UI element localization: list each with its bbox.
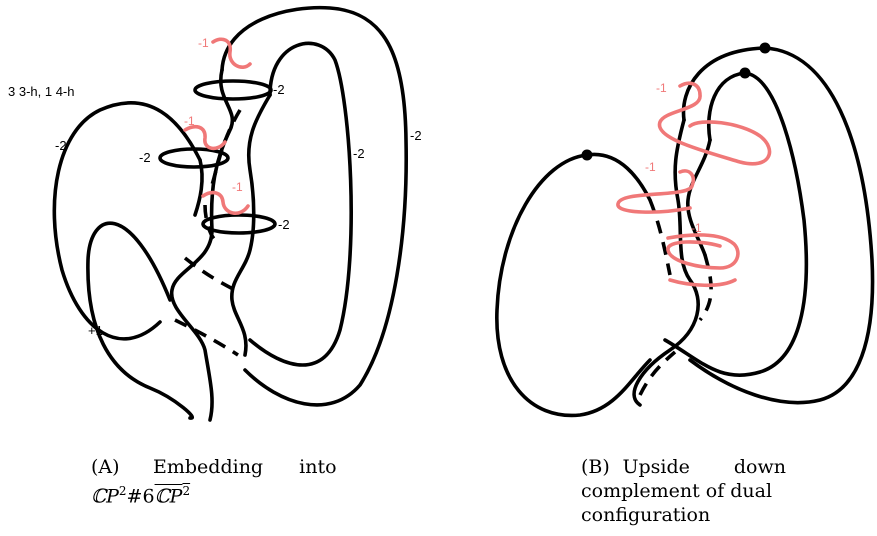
red-curve-b3 — [666, 233, 740, 288]
inner-right-loop — [248, 41, 353, 367]
left-outer-arc — [52, 101, 202, 341]
red-framing-b1: -1 — [656, 81, 667, 95]
caption-b-tag: (B) — [581, 456, 610, 478]
panel-b-diagram: -1 -1 -1 — [495, 42, 875, 418]
caption-a-line2: ℂP2#6ℂP2 — [91, 479, 353, 508]
top-note: 3 3-h, 1 4-h — [8, 84, 75, 99]
caption-b-line1: (B) Upside down — [581, 455, 786, 479]
inner-loop — [86, 221, 194, 420]
caption-a-cpbar: ℂP — [154, 485, 183, 508]
red-framing-a2: -1 — [184, 114, 195, 128]
red-framing-b2: -1 — [645, 160, 656, 174]
caption-a-cp: ℂP — [91, 485, 119, 508]
caption-a-text1: Embedding into — [153, 456, 337, 478]
b-inner-loop — [663, 71, 809, 378]
b-left-arc — [495, 153, 652, 418]
b-strand-1 — [632, 118, 700, 407]
braid-strand-5 — [174, 318, 239, 357]
caption-a-exp1: 2 — [118, 484, 127, 498]
b-strand-4 — [698, 254, 713, 322]
framing-meridian-low: -2 — [278, 217, 290, 232]
outer-right-loop — [220, 5, 408, 407]
red-framing-a3: -1 — [232, 180, 243, 194]
framing-inner-mid: -2 — [353, 146, 365, 161]
framing-inner-loop: +1 — [88, 323, 103, 338]
braid-strand-6 — [193, 158, 204, 217]
b-dot-top — [759, 42, 771, 54]
b-strand-2 — [686, 138, 712, 257]
braid-strand-4 — [183, 256, 236, 292]
caption-a-tag: (A) — [91, 456, 120, 478]
b-strand-3 — [648, 199, 672, 276]
framing-outer-right: -2 — [410, 128, 422, 143]
b-strand-5 — [638, 350, 677, 396]
framing-left-outer: -2 — [55, 138, 67, 153]
red-curve-b2 — [616, 169, 696, 214]
caption-a-mid: #6 — [126, 485, 155, 508]
braid-strand-1 — [170, 68, 235, 422]
b-left-arc-top — [585, 152, 652, 202]
meridian-mid — [158, 147, 230, 169]
caption-b-text1: Upside down — [622, 456, 786, 478]
caption-b-line3: configuration — [581, 504, 711, 526]
red-curve-a1 — [211, 37, 252, 69]
caption-a-line1: (A) Embedding into — [91, 455, 353, 479]
framing-meridian-top: -2 — [273, 82, 285, 97]
red-curve-a2 — [183, 124, 227, 151]
caption-a: (A) Embedding into ℂP2#6ℂP2 — [91, 455, 353, 508]
red-curve-b1 — [657, 81, 772, 166]
meridian-top — [193, 79, 273, 101]
caption-b-line2: complement of dual — [581, 480, 773, 502]
red-curve-a3 — [201, 190, 250, 215]
red-framing-b3: -1 — [691, 221, 702, 235]
red-framing-a1: -1 — [198, 36, 209, 50]
b-dot-left — [581, 149, 593, 161]
braid-strand-2 — [230, 93, 272, 357]
braid-strand-7 — [203, 204, 217, 242]
panel-a-diagram: 3 3-h, 1 4-h -2 -2 -2 -2 -2 -2 +1 -1 -1 … — [8, 5, 422, 422]
b-dot-second — [739, 67, 751, 79]
framing-meridian-mid: -2 — [139, 150, 151, 165]
caption-b: (B) Upside down complement of dual confi… — [581, 455, 786, 527]
caption-a-exp2: 2 — [182, 484, 191, 498]
meridian-low — [201, 213, 277, 235]
